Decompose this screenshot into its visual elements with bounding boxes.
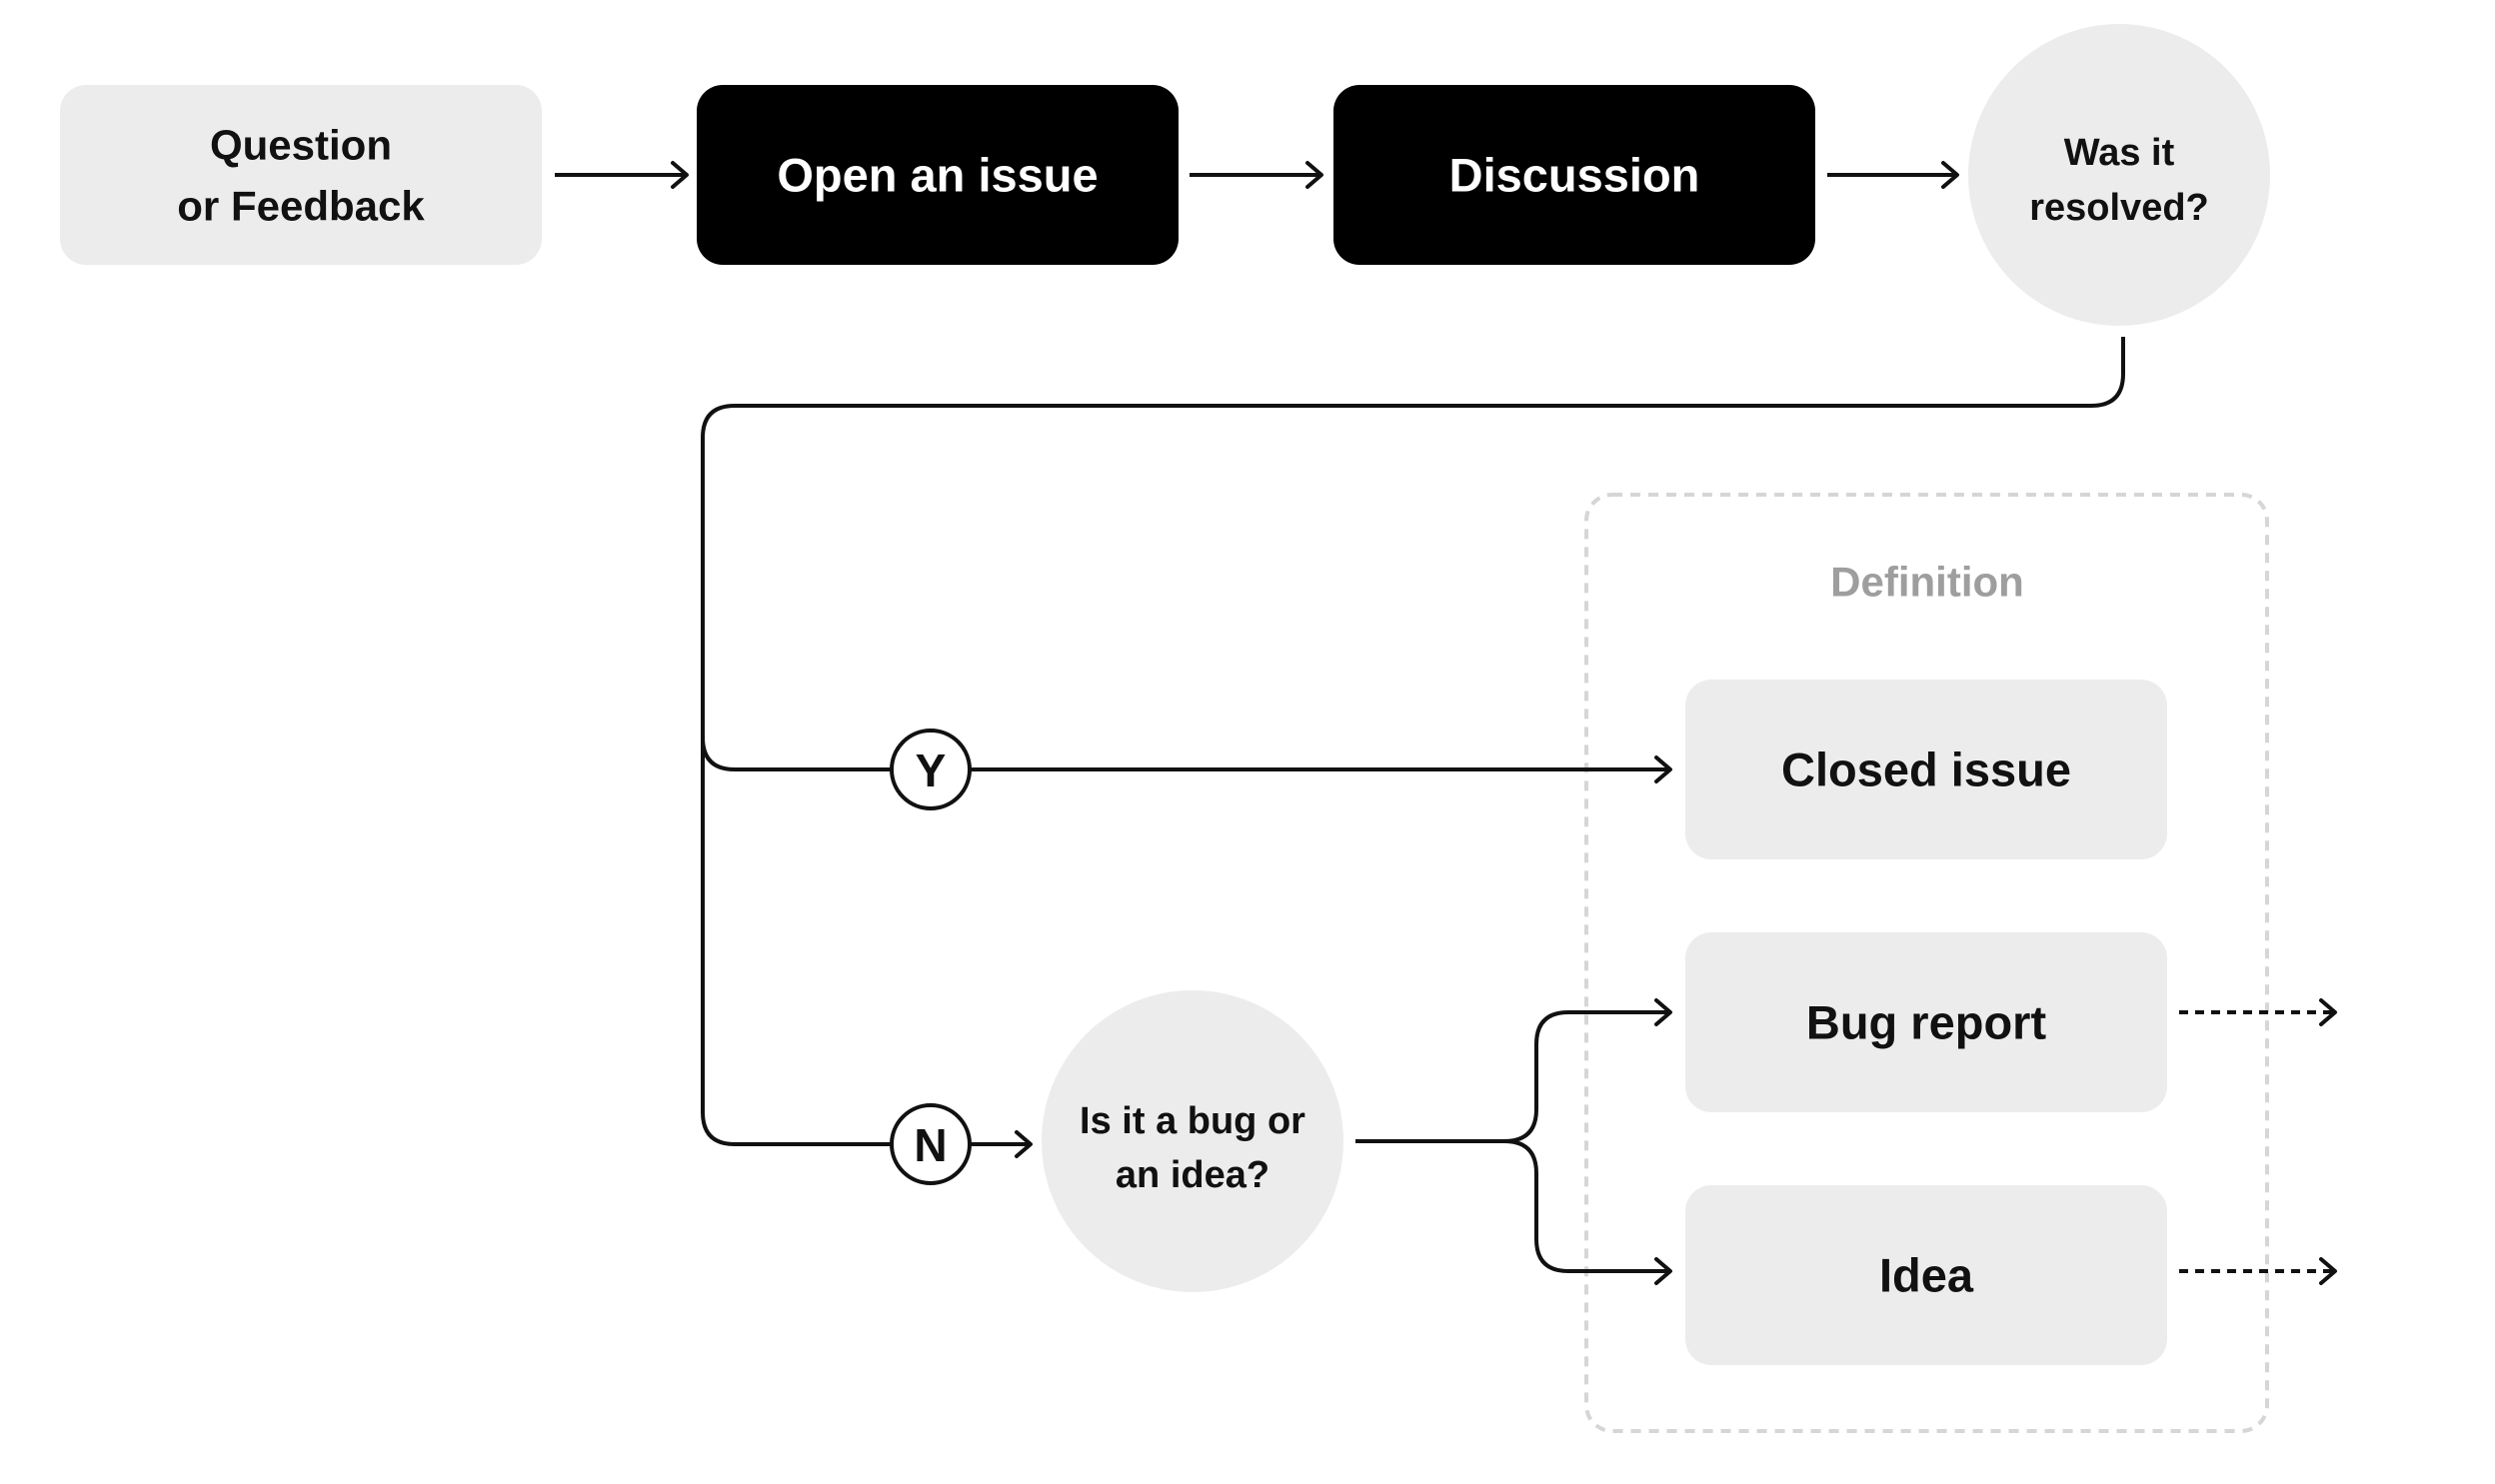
- node-bug-or-idea-line-2: an idea?: [1116, 1154, 1269, 1196]
- edge-yes-branch: [701, 737, 891, 771]
- branch-no-marker: N: [890, 1103, 972, 1185]
- definition-group-title: Definition: [1830, 559, 2024, 606]
- node-idea: Idea: [1685, 1185, 2167, 1365]
- node-bug-or-idea: Is it a bug or an idea?: [1042, 990, 1343, 1292]
- node-resolved-line-1: Was it: [2064, 132, 2175, 174]
- node-closed-issue: Closed issue: [1685, 680, 2167, 859]
- node-closed-issue-label: Closed issue: [1781, 743, 2071, 796]
- edge-resolved-branch-trunk: [701, 337, 2125, 1146]
- node-question-line-1: Question: [210, 122, 392, 169]
- node-bug-report: Bug report: [1685, 932, 2167, 1112]
- node-resolved-line-2: resolved?: [2029, 187, 2209, 229]
- node-idea-label: Idea: [1879, 1249, 1974, 1302]
- branch-no-label: N: [914, 1119, 947, 1171]
- branch-yes-marker: Y: [890, 729, 972, 810]
- edge-to-idea: [1503, 1139, 1672, 1285]
- node-bug-or-idea-line-1: Is it a bug or: [1080, 1100, 1305, 1142]
- node-resolved: Was it resolved?: [1968, 24, 2270, 326]
- definition-group-frame: [1584, 493, 2269, 1433]
- node-discussion-label: Discussion: [1449, 149, 1700, 202]
- branch-yes-label: Y: [916, 744, 947, 796]
- edge-to-bug-report: [1503, 998, 1672, 1143]
- node-discussion: Discussion: [1333, 85, 1815, 265]
- node-open-issue: Open an issue: [697, 85, 1179, 265]
- node-bug-report-label: Bug report: [1806, 996, 2047, 1049]
- node-question-line-2: or Feedback: [177, 183, 425, 230]
- node-open-issue-label: Open an issue: [777, 149, 1098, 202]
- node-question: Question or Feedback: [60, 85, 542, 265]
